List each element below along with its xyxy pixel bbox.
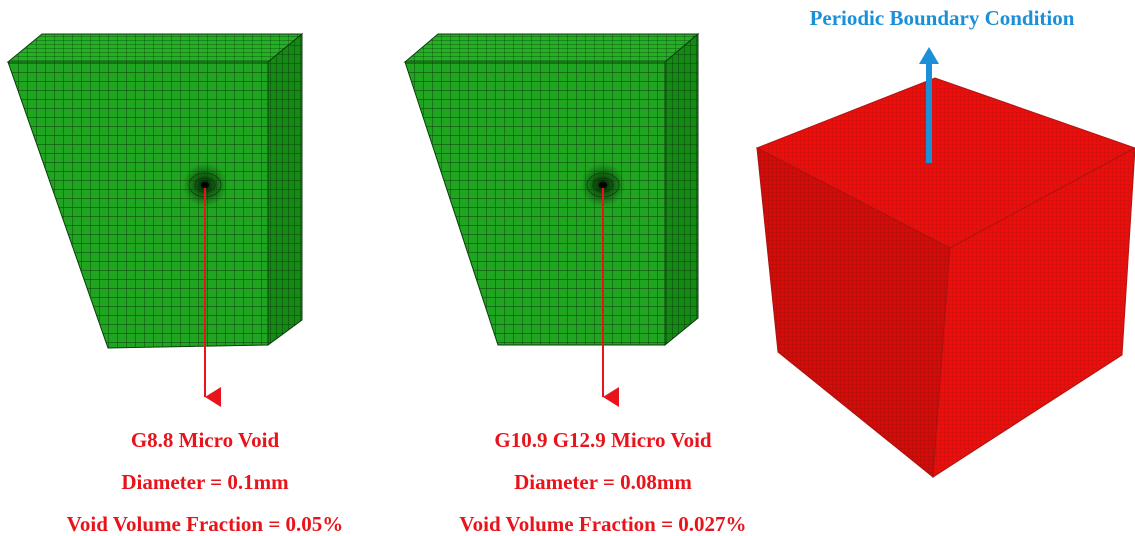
periodic-cube bbox=[755, 77, 1135, 478]
mesh-block-g88 bbox=[6, 32, 304, 349]
boundary-arrow bbox=[919, 47, 939, 163]
model-1-title: G8.8 Micro Void bbox=[130, 428, 280, 452]
model-1-void-fraction: Void Volume Fraction = 0.05% bbox=[66, 512, 344, 536]
model-2-title: G10.9 G12.9 Micro Void bbox=[494, 428, 712, 452]
mesh-block-g109-g129 bbox=[403, 32, 700, 347]
model-2-void-fraction: Void Volume Fraction = 0.027% bbox=[459, 512, 747, 536]
model-1-diameter: Diameter = 0.1mm bbox=[121, 470, 289, 494]
model-2-diameter: Diameter = 0.08mm bbox=[514, 470, 692, 494]
boundary-condition-label: Periodic Boundary Condition bbox=[809, 6, 1075, 30]
